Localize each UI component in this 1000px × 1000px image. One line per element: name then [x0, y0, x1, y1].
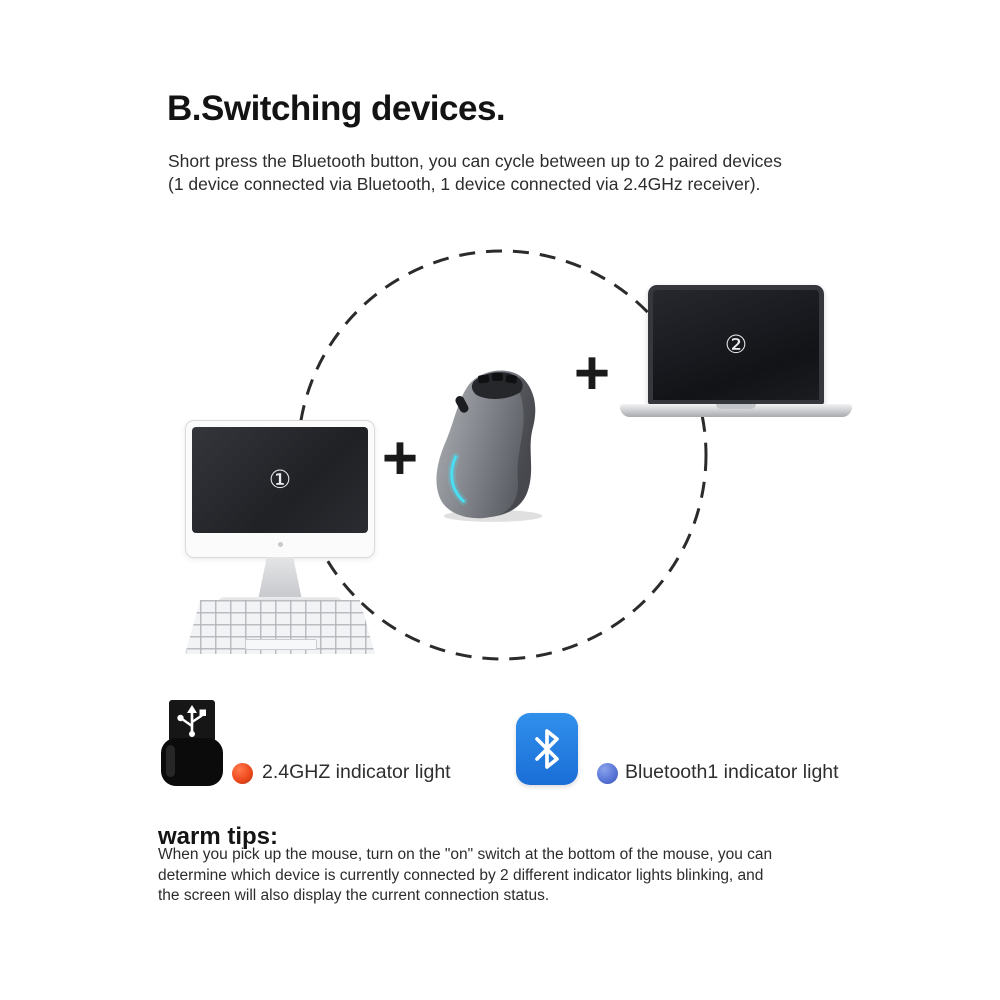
bt-indicator-label: Bluetooth1 indicator light [625, 761, 839, 783]
mouse-led-light [450, 455, 465, 503]
mouse-scroll-wheel [455, 396, 469, 413]
vertical-mouse [436, 370, 543, 522]
laptop-notch [716, 404, 756, 409]
plus-sign-left: + [381, 424, 419, 493]
tips-line-3: the screen will also display the current… [158, 887, 550, 904]
rf-indicator-dot [232, 763, 253, 784]
cycle-dashed-circle [296, 249, 708, 661]
monitor-stand-neck [258, 557, 302, 600]
device-2-label: ② [724, 330, 748, 359]
device-1-label: ① [268, 465, 292, 494]
desktop-screen: ① [192, 427, 368, 533]
bluetooth-icon [516, 713, 578, 785]
bluetooth-rune [535, 729, 559, 769]
intro-line-2: (1 device connected via Bluetooth, 1 dev… [168, 174, 761, 194]
warm-tips-text: When you pick up the mouse, turn on the … [158, 845, 772, 907]
laptop-base [620, 404, 852, 417]
usb-receiver-icon [161, 700, 223, 786]
desktop-computer: ① [185, 420, 377, 660]
monitor-logo-dot [277, 542, 283, 547]
page-title: B.Switching devices. [167, 89, 506, 129]
laptop-computer: ② [620, 285, 852, 421]
warm-tips-heading: warm tips: [158, 822, 279, 850]
keyboard [185, 600, 375, 654]
tips-line-2: determine which device is currently conn… [158, 866, 764, 884]
rf-indicator-label: 2.4GHZ indicator light [262, 761, 451, 783]
laptop-screen: ② [648, 285, 824, 405]
intro-text: Short press the Bluetooth button, you ca… [168, 150, 782, 196]
desktop-monitor: ① [185, 420, 375, 558]
plus-sign-right: + [573, 339, 611, 408]
bt-indicator-dot [597, 763, 618, 784]
intro-line-1: Short press the Bluetooth button, you ca… [168, 151, 782, 171]
tips-line-1: When you pick up the mouse, turn on the … [158, 846, 773, 863]
keyboard-spacebar [245, 639, 317, 650]
